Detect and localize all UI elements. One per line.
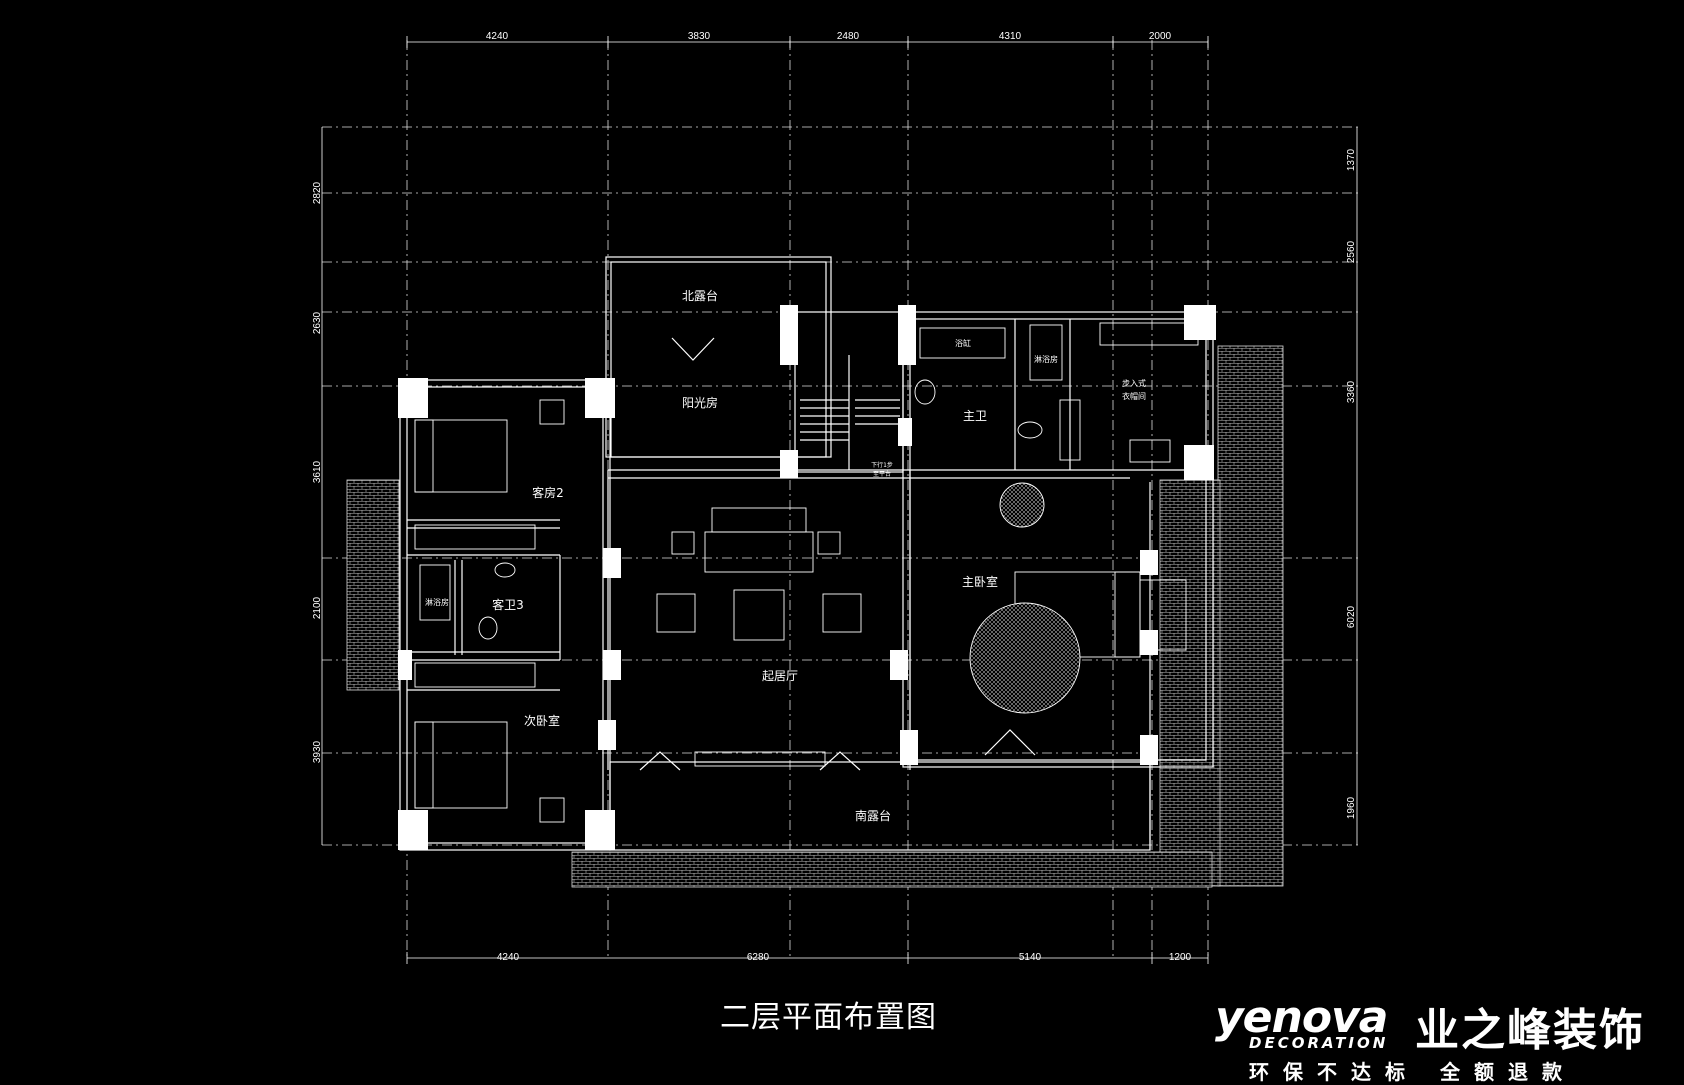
- dim-top-3: 2480: [837, 31, 860, 42]
- furniture: [414, 322, 1199, 823]
- logo-decoration: DECORATION: [1249, 1034, 1389, 1052]
- dim-right-2: 2560: [1346, 240, 1357, 263]
- label-bathtub: 浴缸: [955, 338, 971, 348]
- dim-top-5: 2000: [1149, 31, 1172, 42]
- label-sunroom: 阳光房: [682, 395, 718, 410]
- columns: [398, 305, 1216, 850]
- room-labels: 北露台 阳光房 浴缸 淋浴房 步入式 衣帽间 主卫 客房2 淋浴房 客卫3 主卧…: [425, 288, 1146, 823]
- dim-right-5: 1960: [1346, 796, 1357, 819]
- dim-right-3: 3360: [1346, 380, 1357, 403]
- dim-left-2: 2630: [312, 311, 323, 334]
- label-walk-in-closet-2: 衣帽间: [1122, 391, 1146, 401]
- label-stair-note-2: 至平台: [873, 470, 891, 478]
- roof-tiles: [346, 345, 1284, 888]
- dim-bottom-3: 5140: [1019, 952, 1042, 963]
- dim-left-4: 2100: [312, 596, 323, 619]
- label-second-bedroom: 次卧室: [524, 713, 560, 728]
- right-dimensions: 1370 2560 3360 6020 1960: [1346, 148, 1357, 819]
- label-shower-main: 淋浴房: [1034, 354, 1058, 364]
- logo-slogan: 环保不达标 全额退款: [1249, 1060, 1576, 1084]
- dim-bottom-4: 1200: [1169, 952, 1192, 963]
- dim-top-2: 3830: [688, 31, 711, 42]
- dim-top-4: 4310: [999, 31, 1022, 42]
- dim-bottom-2: 6280: [747, 952, 770, 963]
- logo-brand-en: yenova: [1215, 992, 1388, 1043]
- label-guest-bath-3: 客卫3: [492, 597, 524, 612]
- dim-left-1: 2820: [312, 181, 323, 204]
- label-shower-guest: 淋浴房: [425, 597, 449, 607]
- label-south-terrace: 南露台: [855, 808, 891, 823]
- label-stair-note-1: 下行1步: [871, 461, 893, 469]
- label-master-bedroom: 主卧室: [962, 574, 998, 589]
- label-living-hall: 起居厅: [762, 669, 798, 683]
- left-dimensions: 2820 2630 3610 2100 3930: [312, 181, 323, 763]
- dim-left-3: 3610: [312, 460, 323, 483]
- company-logo: yenova DECORATION 业之峰装饰 环保不达标 全额退款: [1215, 992, 1680, 1084]
- label-walk-in-closet-1: 步入式: [1122, 378, 1146, 388]
- bottom-dimensions: 4240 6280 5140 1200: [497, 952, 1192, 963]
- dim-right-4: 6020: [1346, 605, 1357, 628]
- label-master-bath: 主卫: [963, 409, 987, 423]
- dim-left-5: 3930: [312, 740, 323, 763]
- dimension-lines: [321, 36, 1358, 964]
- walls: [399, 256, 1214, 851]
- label-north-terrace: 北露台: [682, 288, 718, 303]
- top-dimensions: 4240 3830 2480 4310 2000: [486, 31, 1172, 42]
- drawing-title: 二层平面布置图: [720, 1000, 937, 1035]
- dim-top-1: 4240: [486, 31, 509, 42]
- dim-bottom-1: 4240: [497, 952, 520, 963]
- logo-brand-cn: 业之峰装饰: [1415, 1005, 1645, 1056]
- label-guest-room-2: 客房2: [532, 485, 564, 500]
- dim-right-1: 1370: [1346, 148, 1357, 171]
